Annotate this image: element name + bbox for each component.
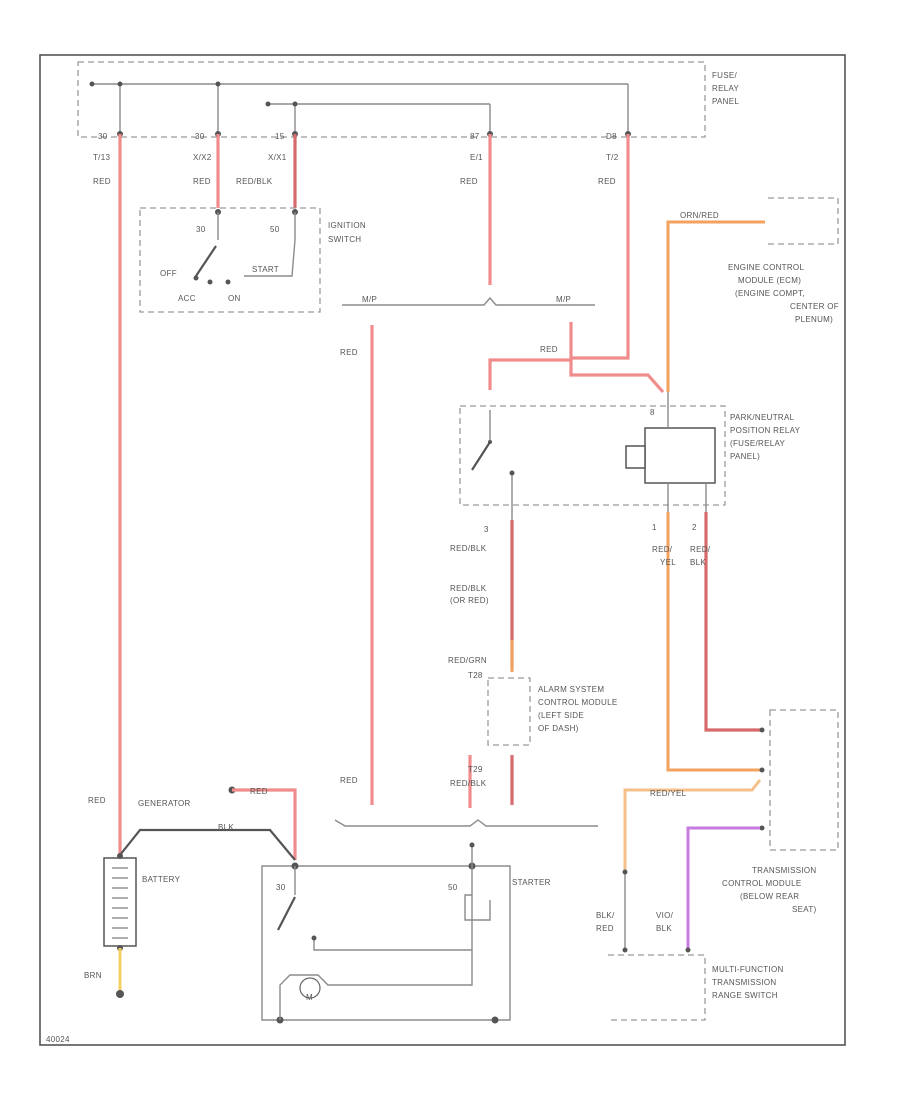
battery-symbol <box>103 857 137 947</box>
ign-off: OFF <box>160 269 177 278</box>
ign-30: 30 <box>196 225 206 234</box>
fuse-relay-panel: FUSE/ RELAY PANEL <box>77 61 740 138</box>
alarm-label-2: CONTROL MODULE <box>538 698 617 707</box>
tcm-wire-label: RED/YEL <box>650 789 687 798</box>
pnp-wire-right-2: BLK <box>690 558 706 567</box>
wire-label-redblk-3a: RED/BLK <box>450 584 487 593</box>
ignition-switch-label-1: IGNITION <box>328 221 366 230</box>
pnp-wire-left-2: YEL <box>660 558 676 567</box>
fuse-panel-label-3: PANEL <box>712 97 739 106</box>
pnp-pin-8: 8 <box>650 408 655 417</box>
starter: 30 50 M STARTER <box>261 842 551 1024</box>
tcm-label-2: CONTROL MODULE <box>722 879 801 888</box>
alarm-t28: T28 <box>468 671 483 680</box>
pnp-output-wires: RED/ YEL RED/ BLK <box>652 512 762 772</box>
ignition-switch-label-2: SWITCH <box>328 235 361 244</box>
alarm-system-circuit: 3 RED/BLK RED/BLK (OR RED) RED/GRN T28 A… <box>334 520 617 827</box>
ign-start: START <box>252 265 279 274</box>
tcm-label-4: SEAT) <box>792 905 817 914</box>
starter-30: 30 <box>276 883 286 892</box>
pnp-pin-2: 2 <box>692 523 697 532</box>
fuse-87-top: 87 <box>470 132 480 141</box>
transmission-control-module: RED/YEL TRANSMISSION CONTROL MODULE (BEL… <box>623 709 839 948</box>
fuse-x-top: 30 <box>195 132 205 141</box>
mfs-wire-left-1: BLK/ <box>596 911 615 920</box>
pnp-label-2: POSITION RELAY <box>730 426 801 435</box>
fuse-30-top: 30 <box>98 132 108 141</box>
pnp-label-1: PARK/NEUTRAL <box>730 413 795 422</box>
fuse-panel-label-1: FUSE/ <box>712 71 738 80</box>
brn-label: BRN <box>84 971 102 980</box>
ecm-label-3: (ENGINE COMPT, <box>735 289 805 298</box>
fuse-30-term: T/13 <box>93 153 110 162</box>
gen-blk-label: BLK <box>218 823 234 832</box>
diagram-frame <box>39 54 846 1046</box>
tcm-label-1: TRANSMISSION <box>752 866 817 875</box>
wire-label-red-8: RED <box>88 796 106 805</box>
fuse-terminals: 30 30 15 87 D8 T/13 X/X2 X/X1 E/1 T/2 RE… <box>93 131 631 186</box>
ecm-label-5: PLENUM) <box>795 315 833 324</box>
fuse-x-term: X/X2 <box>193 153 212 162</box>
wire-label-redblk-1: RED/BLK <box>236 177 273 186</box>
ecm-label-2: MODULE (ECM) <box>738 276 801 285</box>
fuse-panel-label-2: RELAY <box>712 84 740 93</box>
wire-label-red-7: RED <box>340 776 358 785</box>
ecm-label-4: CENTER OF <box>790 302 839 311</box>
fuse-15-term: X/X1 <box>268 153 287 162</box>
alarm-label-3: (LEFT SIDE <box>538 711 584 720</box>
mfs-label-2: TRANSMISSION <box>712 978 777 987</box>
alarm-pin-3: 3 <box>484 525 489 534</box>
wire-label-red-5: RED <box>340 348 358 357</box>
mp-left: M/P <box>362 295 377 304</box>
park-neutral-position-relay: 8 1 2 PARK/NEUTRAL POSITION RELAY (FUSE/… <box>459 392 801 532</box>
mfs-label-1: MULTI-FUNCTION <box>712 965 784 974</box>
starter-label: STARTER <box>512 878 551 887</box>
pnp-pin-1: 1 <box>652 523 657 532</box>
ecm-wire-label: ORN/RED <box>680 211 719 220</box>
mp-right: M/P <box>556 295 571 304</box>
mfs-wire-left-2: RED <box>596 924 614 933</box>
pnp-wire-left-1: RED/ <box>652 545 673 554</box>
wire-label-redgrn: RED/GRN <box>448 656 487 665</box>
footer-code: 40024 <box>46 1035 70 1044</box>
red-wires <box>118 134 665 855</box>
ign-50: 50 <box>270 225 280 234</box>
starter-50: 50 <box>448 883 458 892</box>
starter-m: M <box>306 993 313 1002</box>
mfs-wire-right-2: BLK <box>656 924 672 933</box>
pnp-label-3: (FUSE/RELAY <box>730 439 786 448</box>
fuse-d8-term: T/2 <box>606 153 619 162</box>
pnp-wire-right-1: RED/ <box>690 545 711 554</box>
alarm-t29: T29 <box>468 765 483 774</box>
ecm-label-1: ENGINE CONTROL <box>728 263 804 272</box>
ignition-switch: 30 50 OFF START ACC ON IGNITION SWITCH <box>139 207 366 313</box>
ign-acc: ACC <box>178 294 196 303</box>
battery-label: BATTERY <box>142 875 181 884</box>
alarm-label-4: OF DASH) <box>538 724 579 733</box>
wire-label-redblk-3b: (OR RED) <box>450 596 489 605</box>
wire-label-red-4: RED <box>598 177 616 186</box>
alarm-label-1: ALARM SYSTEM <box>538 685 604 694</box>
generator-battery: RED GENERATOR RED BLK BATTERY BRN <box>84 786 297 998</box>
fuse-15-top: 15 <box>275 132 285 141</box>
fuse-87-term: E/1 <box>470 153 483 162</box>
pnp-label-4: PANEL) <box>730 452 760 461</box>
generator-label: GENERATOR <box>138 799 191 808</box>
engine-control-module: ORN/RED ENGINE CONTROL MODULE (ECM) (ENG… <box>666 197 839 392</box>
wire-label-red-1: RED <box>93 177 111 186</box>
ign-on: ON <box>228 294 241 303</box>
multi-function-range-switch: BLK/ RED VIO/ BLK MULTI-FUNCTION TRANSMI… <box>596 869 784 1021</box>
wire-label-red-6: RED <box>540 345 558 354</box>
wire-label-redblk-2: RED/BLK <box>450 544 487 553</box>
wire-label-red-3: RED <box>460 177 478 186</box>
gen-red-label: RED <box>250 787 268 796</box>
fuse-d8-top: D8 <box>606 132 617 141</box>
mp-connector: M/P M/P RED RED <box>340 295 595 357</box>
wire-label-redblk-4: RED/BLK <box>450 779 487 788</box>
mfs-wire-right-1: VIO/ <box>656 911 674 920</box>
mfs-label-3: RANGE SWITCH <box>712 991 778 1000</box>
tcm-label-3: (BELOW REAR <box>740 892 799 901</box>
wire-label-red-2: RED <box>193 177 211 186</box>
